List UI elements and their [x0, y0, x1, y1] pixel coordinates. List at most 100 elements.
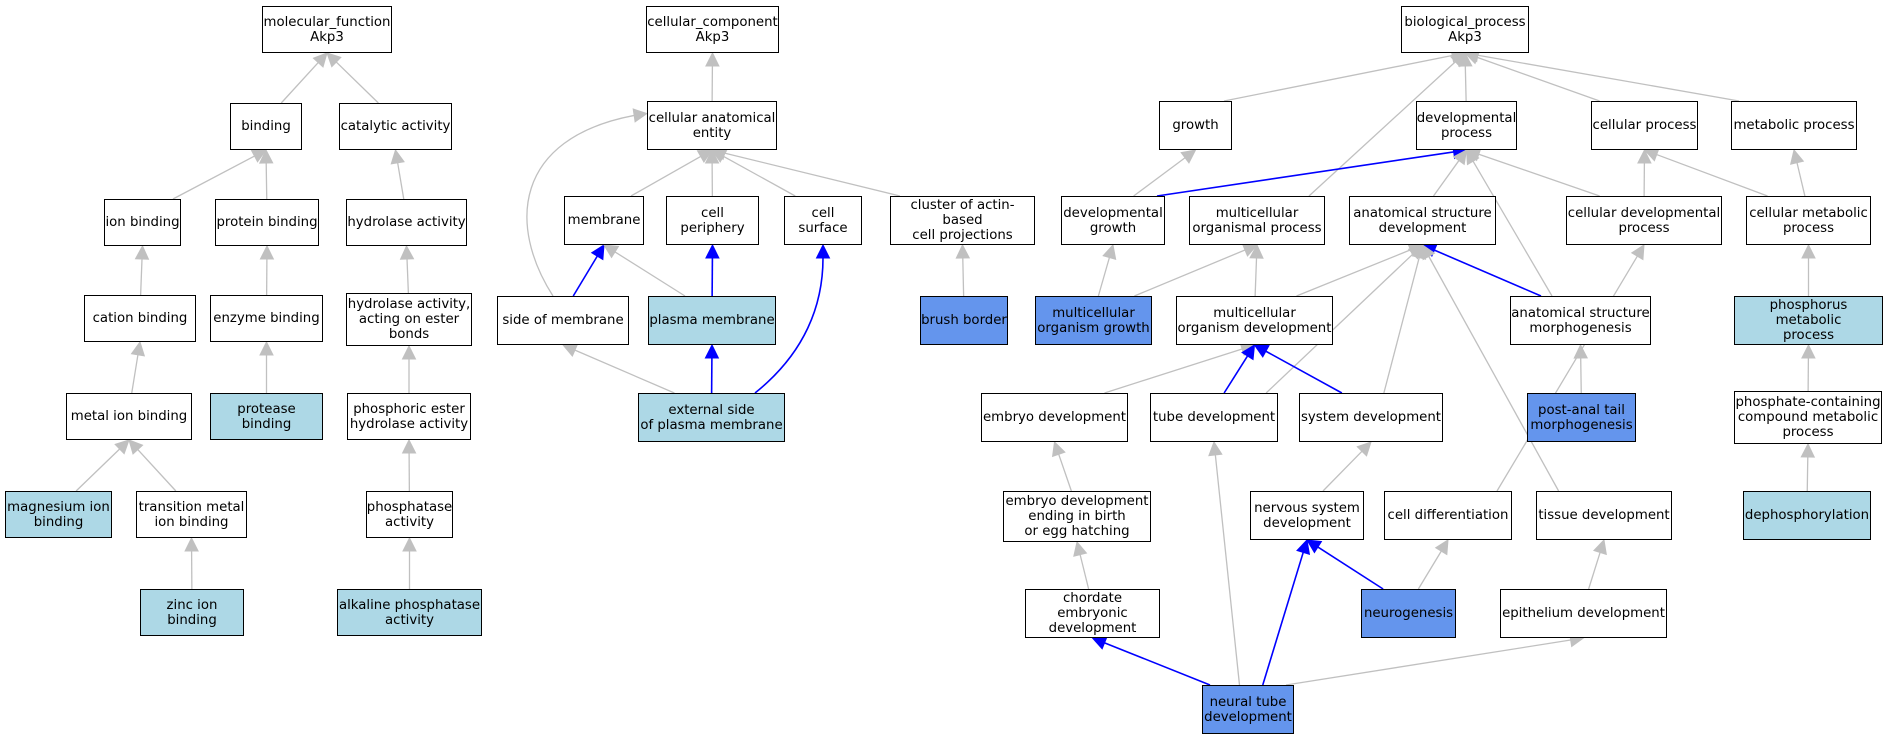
edge-cell_dev_process-to-cellular_process [1637, 148, 1652, 197]
edge-external_side-to-cell_surface [754, 243, 831, 394]
edge-anat_struct_dev-to-dev_process [1432, 149, 1468, 197]
node-protein-binding[interactable]: protein binding [215, 199, 319, 246]
edge-multi_org_growth-to-dev_growth [1097, 243, 1117, 297]
edge-phosphatase-to-phosphoric_ester [401, 438, 417, 492]
edge-phosphate_containing-to-phosphorus_met [1801, 343, 1816, 392]
node-mf-root[interactable]: molecular_function Akp3 [262, 6, 392, 53]
edge-cell_periphery-to-cae [704, 148, 720, 197]
node-neurogenesis[interactable]: neurogenesis [1361, 589, 1456, 638]
node-cellular-process[interactable]: cellular process [1591, 101, 1698, 150]
edge-plasma_membrane-to-cell_periphery [705, 243, 720, 297]
node-dephosphorylation[interactable]: dephosphorylation [1743, 491, 1871, 540]
node-tissue-dev[interactable]: tissue development [1536, 491, 1672, 540]
edge-cation_binding-to-ion_binding [134, 244, 150, 296]
node-dev-process[interactable]: developmental process [1416, 101, 1517, 150]
edge-protein_binding-to-binding [258, 148, 274, 200]
node-embryo-dev[interactable]: embryo development [981, 393, 1128, 442]
edge-epithelium_dev-to-tissue_dev [1588, 538, 1607, 590]
edge-neural_tube-to-tube_dev [1208, 440, 1241, 686]
node-nervous-dev[interactable]: nervous system development [1250, 491, 1364, 540]
node-chordate[interactable]: chordate embryonic development [1025, 589, 1160, 638]
edge-cell_diff-to-cell_dev_process [1496, 244, 1645, 492]
edge-hydrolase-to-catalytic [390, 148, 405, 200]
node-enzyme-binding[interactable]: enzyme binding [210, 295, 323, 342]
edge-ion_binding-to-binding [172, 149, 267, 200]
edge-phosphoric_ester-to-hydrolase_ester [401, 344, 417, 393]
node-anat-morph[interactable]: anatomical structure morphogenesis [1510, 296, 1651, 345]
edge-external_side-to-plasma_membrane [704, 343, 720, 394]
node-cation-binding[interactable]: cation binding [84, 295, 196, 342]
edge-chordate-to-embryo_birth [1073, 540, 1090, 590]
node-system-dev[interactable]: system development [1299, 393, 1443, 442]
edge-multi_org_dev-to-multi_org_process [1249, 243, 1264, 297]
edge-neural_tube-to-nervous_dev [1261, 538, 1311, 686]
edge-binding-to-mf_root [280, 52, 328, 104]
node-metal-ion[interactable]: metal ion binding [66, 393, 192, 440]
node-membrane[interactable]: membrane [564, 196, 644, 245]
edge-transition_metal-to-metal_ion [128, 439, 177, 492]
node-anat-struct-dev[interactable]: anatomical structure development [1349, 196, 1496, 245]
edge-metal_ion-to-cation_binding [130, 340, 146, 394]
node-transition-metal[interactable]: transition metal ion binding [136, 491, 247, 538]
edge-zinc-to-transition_metal [184, 536, 199, 590]
node-cell-periphery[interactable]: cell periphery [666, 196, 759, 245]
node-phosphate-containing[interactable]: phosphate-containing compound metabolic … [1734, 391, 1882, 444]
node-external-side[interactable]: external side of plasma membrane [638, 393, 785, 442]
edge-tube_dev-to-multi_org_dev [1223, 344, 1256, 394]
node-binding[interactable]: binding [230, 103, 302, 150]
edge-neurogenesis-to-cell_diff [1417, 539, 1449, 590]
node-magnesium[interactable]: magnesium ion binding [5, 491, 112, 538]
node-cc-root[interactable]: cellular_component Akp3 [646, 6, 779, 53]
edge-tissue_dev-to-anat_struct_dev [1421, 244, 1560, 492]
edge-membrane-to-cae [630, 149, 713, 197]
node-protease-binding[interactable]: protease binding [210, 393, 323, 440]
node-alkaline[interactable]: alkaline phosphatase activity [337, 589, 482, 636]
edge-cae-to-cc_root [705, 51, 720, 102]
node-multi-org-dev[interactable]: multicellular organism development [1176, 296, 1333, 345]
node-tube-dev[interactable]: tube development [1150, 393, 1278, 442]
node-hydrolase[interactable]: hydrolase activity [346, 199, 467, 246]
edge-side_membrane-to-cae [526, 108, 649, 297]
node-dev-growth[interactable]: developmental growth [1061, 196, 1165, 245]
edge-brush_border-to-cluster_actin [955, 243, 971, 297]
edge-phosphorus_met-to-cell_metabolic [1801, 243, 1816, 296]
edge-dephosphorylation-to-phosphate_containing [1800, 442, 1816, 492]
node-multi-org-growth[interactable]: multicellular organism growth [1035, 296, 1152, 345]
node-cell-metabolic[interactable]: cellular metabolic process [1746, 196, 1871, 245]
node-cluster-actin[interactable]: cluster of actin-based cell projections [890, 196, 1035, 245]
node-side-membrane[interactable]: side of membrane [497, 296, 629, 345]
node-epithelium-dev[interactable]: epithelium development [1500, 589, 1667, 638]
node-post-anal[interactable]: post-anal tail morphogenesis [1527, 393, 1636, 442]
edge-plasma_membrane-to-membrane [603, 244, 686, 297]
node-cell-surface[interactable]: cell surface [784, 196, 862, 245]
node-hydrolase-ester[interactable]: hydrolase activity, acting on ester bond… [346, 293, 472, 346]
node-zinc[interactable]: zinc ion binding [140, 589, 244, 636]
edge-enzyme_binding-to-protein_binding [259, 244, 275, 296]
edge-catalytic-to-mf_root [326, 52, 379, 104]
node-cell-dev-process[interactable]: cellular developmental process [1566, 196, 1722, 245]
edge-protease_binding-to-enzyme_binding [259, 340, 274, 393]
edge-nervous_dev-to-system_dev [1322, 441, 1372, 492]
node-phosphatase[interactable]: phosphatase activity [366, 491, 453, 538]
node-embryo-birth[interactable]: embryo development ending in birth or eg… [1003, 491, 1151, 542]
node-cell-diff[interactable]: cell differentiation [1384, 491, 1512, 540]
edge-cell_metabolic-to-metabolic_process [1789, 148, 1806, 197]
node-multi-org-process[interactable]: multicellular organismal process [1189, 196, 1325, 245]
node-brush-border[interactable]: brush border [920, 296, 1008, 345]
node-phosphorus-met[interactable]: phosphorus metabolic process [1734, 296, 1883, 345]
node-metabolic-process[interactable]: metabolic process [1731, 101, 1857, 150]
edge-anat_morph-to-dev_process [1465, 149, 1553, 297]
node-plasma-membrane[interactable]: plasma membrane [648, 296, 776, 345]
node-cae[interactable]: cellular anatomical entity [647, 101, 777, 150]
edge-system_dev-to-multi_org_dev [1253, 344, 1343, 394]
node-bp-root[interactable]: biological_process Akp3 [1401, 6, 1529, 53]
node-ion-binding[interactable]: ion binding [104, 199, 181, 246]
node-catalytic[interactable]: catalytic activity [339, 103, 452, 150]
edge-dev_growth-to-growth [1133, 149, 1197, 197]
edge-neurogenesis-to-nervous_dev [1306, 539, 1384, 590]
node-growth[interactable]: growth [1159, 101, 1232, 150]
node-phosphoric-ester[interactable]: phosphoric ester hydrolase activity [347, 393, 471, 440]
edge-magnesium-to-metal_ion [75, 439, 130, 492]
node-neural-tube[interactable]: neural tube development [1202, 685, 1294, 734]
